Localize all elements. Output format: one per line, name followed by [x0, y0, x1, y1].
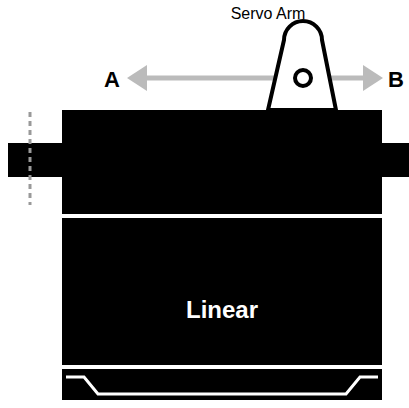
servo-body-shape [62, 110, 382, 400]
part-name: Servo Arm [231, 4, 306, 23]
mounting-tab [380, 143, 409, 177]
body-label: Linear [62, 296, 382, 325]
body-middle [62, 218, 382, 365]
direction-letter: B [388, 67, 404, 93]
motion-arrow [140, 76, 370, 81]
servo-arm [268, 21, 336, 110]
arrow-head [127, 65, 147, 91]
body-foot-line [66, 377, 378, 394]
direction-letter: A [104, 67, 120, 93]
body-bottom [62, 369, 382, 400]
arm-pivot [295, 70, 311, 86]
mount-hole-line [29, 112, 32, 205]
arrow-head [363, 65, 383, 91]
servo-body: Linear [62, 110, 382, 400]
body-top [62, 110, 382, 214]
mounting-tab [8, 143, 64, 177]
